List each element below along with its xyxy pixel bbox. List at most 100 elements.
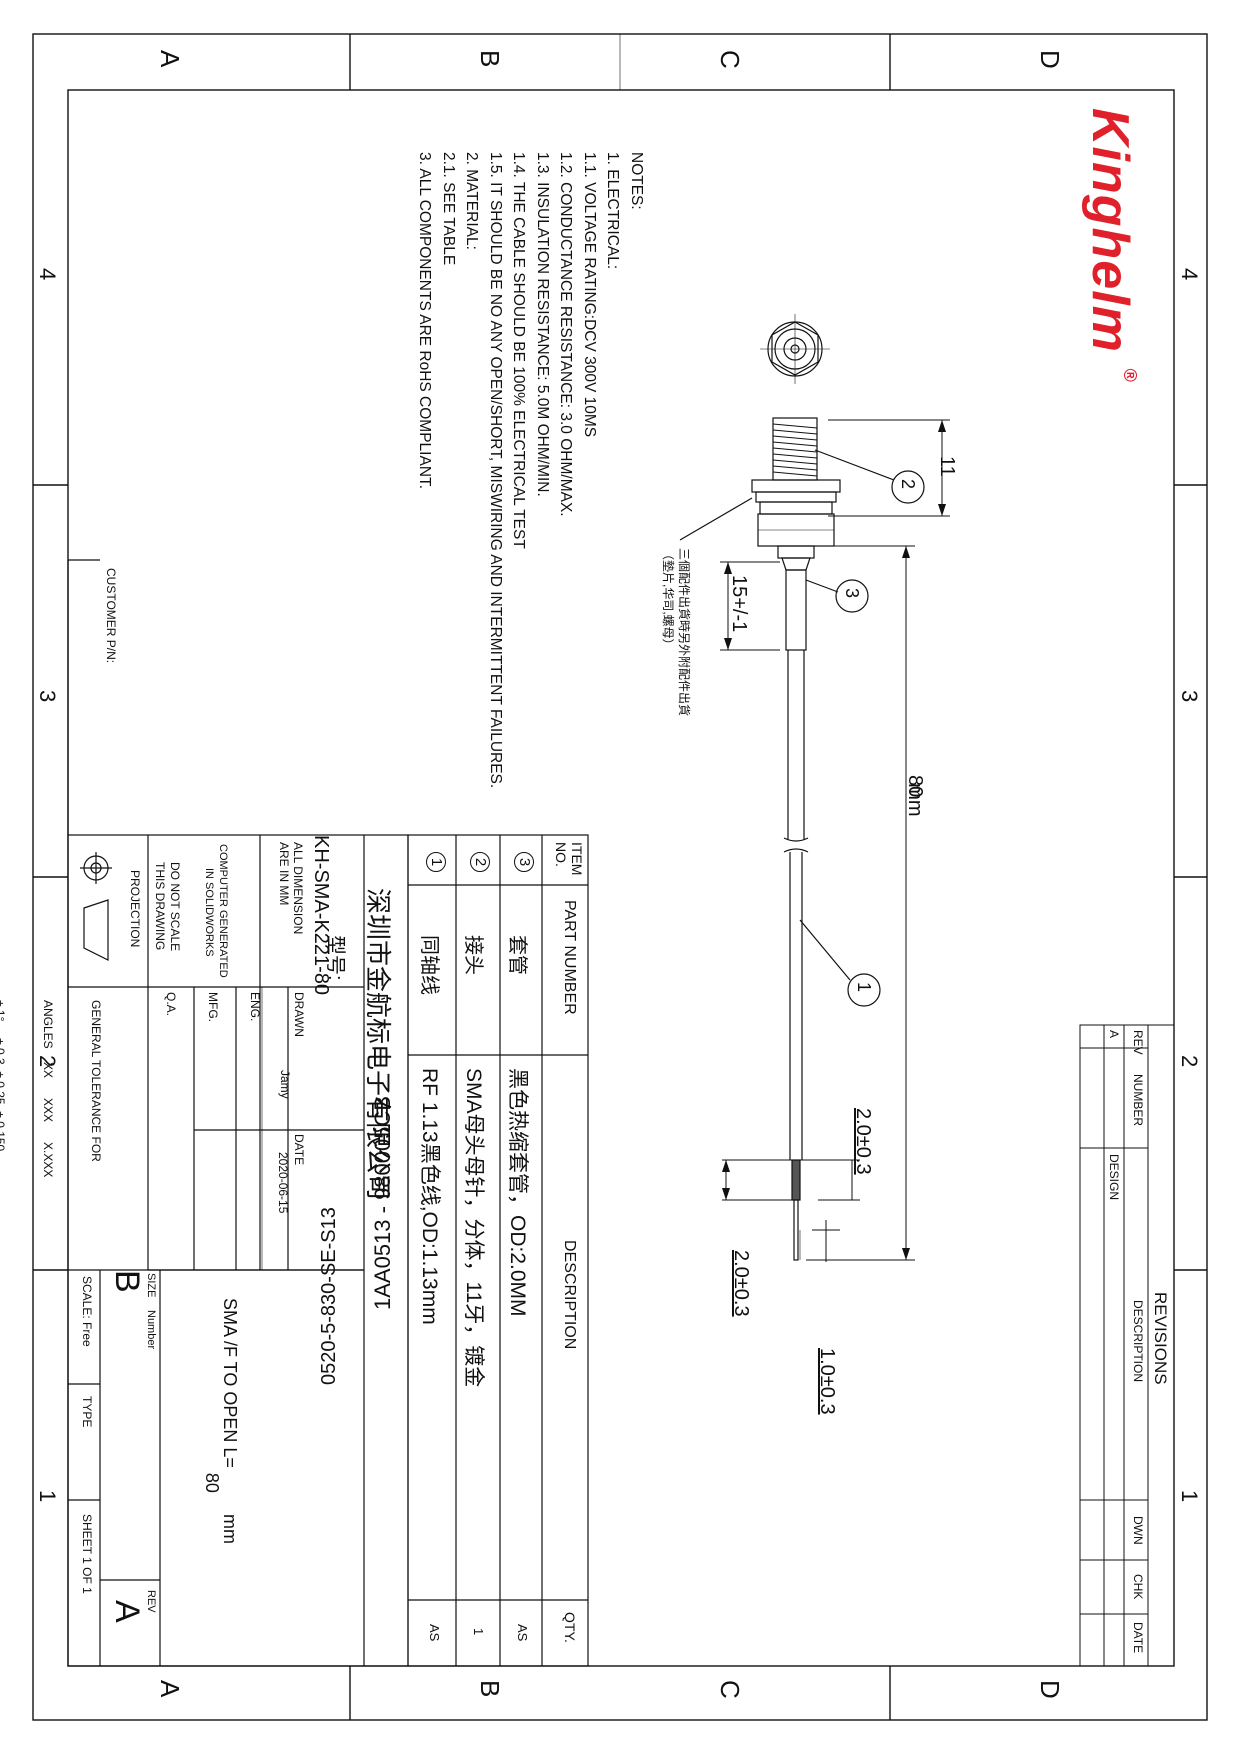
note-line: 2. MATERIAL: <box>463 152 481 250</box>
noscale-note-2: THIS DRAWING <box>153 862 167 951</box>
computer-note: COMPUTER GENERATED IN SOLIDWORKS <box>202 844 230 978</box>
dim-note-2: ARE IN MM <box>277 842 291 906</box>
registered-mark: ® <box>1120 368 1140 383</box>
note-line: 1. ELECTRICAL: <box>604 152 622 270</box>
bom-row-1-part: 同轴线 <box>418 935 440 995</box>
zone-number-right-4: 4 <box>1177 268 1202 281</box>
date-value: 2020-06-15 <box>276 1152 290 1214</box>
dim-note-1: ALL DIMENSION <box>291 842 305 935</box>
qa-label: Q.A. <box>164 992 178 1017</box>
rev-header-rev: REV <box>1131 1030 1145 1055</box>
zone-letter-bottom-a: A <box>155 1680 185 1698</box>
title-block <box>67 834 409 1667</box>
dim-80-label: 80mm <box>903 775 926 817</box>
accessory-note: 三個配件出貨時另外附配件出貨（墊片,华司,螺母） <box>661 548 691 717</box>
tolerance-values: ± 1° ± 0.3 ± 0.25 ± 0.150 <box>0 1000 7 1152</box>
drawing-title: SMA /F TO OPEN L= 80 mm <box>202 1298 240 1544</box>
tolerance-title: GENERAL TOLERANCE FOR <box>89 1000 103 1162</box>
zone-number-left-1: 1 <box>35 1490 60 1503</box>
bom-row-2-item: 2 <box>470 852 490 872</box>
bom-row-2-desc: SMA母头母针，分体，11牙，镀金 <box>462 1068 485 1388</box>
note-line: 1.2. CONDUCTANCE RESISTANCE: 3.0 OHM/MAX… <box>557 152 575 517</box>
computer-note-1: COMPUTER GENERATED <box>217 844 229 978</box>
rev-value: A <box>108 1600 146 1623</box>
notes-block: NOTES: 1. ELECTRICAL: 1.1. VOLTAGE RATIN… <box>413 152 648 788</box>
rev-header-design: DESIGN <box>1107 1154 1121 1201</box>
zone-letter-bottom-d: D <box>1035 1680 1065 1699</box>
bom-header-description: DESCRIPTION <box>561 1240 578 1350</box>
scale-label: SCALE: Free <box>80 1276 94 1347</box>
bom-row-3-desc: 黑色热缩套管，OD:2.0MM <box>506 1068 529 1317</box>
rev-header-description: DESCRIPTION <box>1131 1300 1145 1383</box>
bom-row-2-qty: 1 <box>471 1628 486 1636</box>
rev-header-chk: CHK <box>1131 1574 1145 1600</box>
sheet-label: SHEET 1 OF 1 <box>80 1514 94 1594</box>
bom-row-1-qty: AS <box>427 1624 442 1642</box>
drawn-label: DRAWN <box>292 992 306 1037</box>
noscale-note-1: DO NOT SCALE <box>168 862 182 952</box>
zone-letter-top-d: D <box>1035 50 1065 69</box>
bom-row-1-desc: RF 1.13黑色线,OD:1.13mm <box>418 1068 441 1325</box>
dim-15-label: 15+/-1 <box>728 575 750 633</box>
balloon-2: 2 <box>898 479 918 490</box>
number-label: Number <box>145 1310 157 1350</box>
type-label: TYPE <box>80 1396 94 1428</box>
note-line: 1.4. THE CABLE SHOULD BE 100% ELECTRICAL… <box>510 152 528 549</box>
drawing-title-text: SMA /F TO OPEN L= <box>220 1298 240 1468</box>
notes-title: NOTES: <box>628 152 645 210</box>
dim-strip-c-label: 1.0±0.3 <box>816 1348 838 1415</box>
size-value: B <box>108 1270 146 1293</box>
kinghelm-logo: Kinghelm ® <box>1080 108 1140 383</box>
projection-symbol <box>80 852 112 961</box>
tolerance-head: ANGLES XX XXX X.XXX <box>41 1000 55 1178</box>
mfg-label: MFG. <box>206 992 220 1022</box>
eng-label: ENG. <box>248 992 262 1022</box>
rev-header-number: NUMBER <box>1131 1074 1145 1127</box>
zone-number-right-3: 3 <box>1177 690 1202 703</box>
drawing-title-length: 80 <box>202 1472 222 1493</box>
rev-header-dwn: DWN <box>1131 1516 1145 1545</box>
tolerance-block: GENERAL TOLERANCE FOR ANGLES XX XXX X.XX… <box>0 1000 136 1177</box>
connector-side-view <box>751 417 841 1261</box>
note-line: 1.3. INSULATION RESISTANCE: 5.0M OHM/MIN… <box>534 152 551 497</box>
dim-11-label: 11 <box>936 456 958 477</box>
dim-note: ALL DIMENSION ARE IN MM <box>277 842 305 934</box>
computer-note-2: IN SOLIDWORKS <box>203 868 215 957</box>
bom-row-3-qty: AS <box>515 1624 530 1642</box>
rev-label: REV <box>145 1590 157 1613</box>
rev-row-a: A <box>1107 1030 1121 1039</box>
zone-number-right-2: 2 <box>1177 1055 1202 1068</box>
bom-header-part: PART NUMBER <box>561 900 578 1015</box>
bom-row-3-part: 套管 <box>506 935 528 975</box>
drawn-by: Jamy <box>278 1070 292 1099</box>
noscale-note: DO NOT SCALE THIS DRAWING <box>152 862 182 951</box>
zone-letter-top-b: B <box>475 50 505 68</box>
bom-row-1-item: 1 <box>426 852 446 872</box>
logo-text: Kinghelm <box>1081 108 1139 353</box>
note-line: 1.1. VOLTAGE RATING:DCV 300V 10MS <box>581 152 598 438</box>
revisions-table <box>1079 1024 1175 1667</box>
bom-header-item: ITEM NO. <box>553 842 585 876</box>
zone-letter-bottom-c: C <box>715 1680 745 1699</box>
note-line: 1.5. IT SHOULD BE NO ANY OPEN/SHORT, MIS… <box>487 152 504 789</box>
balloon-1: 1 <box>854 982 874 993</box>
dim-strip-b-label: 2.0±0.3 <box>730 1250 752 1317</box>
date-label: DATE <box>292 1134 306 1166</box>
drawing-title-unit: mm <box>220 1513 240 1544</box>
note-line: 2.1. SEE TABLE <box>440 152 457 266</box>
dim-strip-a-label: 2.0±0.3 <box>852 1108 874 1175</box>
customer-pn-label: CUSTOMER P/N: <box>104 568 118 664</box>
zone-letter-bottom-b: B <box>475 1680 505 1698</box>
zone-letter-top-a: A <box>155 50 185 68</box>
zone-number-left-4: 4 <box>35 268 60 281</box>
projection-label: PROJECTION <box>128 870 142 948</box>
note-line: 3. ALL COMPONENTS ARE RoHS COMPLIANT. <box>416 152 434 490</box>
connector-front-view <box>760 314 830 384</box>
model-number: KH-SMA-K221-80 <box>310 835 332 996</box>
revisions-title: REVISIONS <box>1151 1292 1170 1385</box>
rev-header-date: DATE <box>1131 1622 1145 1654</box>
bom-row-2-part: 接头 <box>462 935 484 975</box>
bom-row-3-item: 3 <box>514 852 534 872</box>
